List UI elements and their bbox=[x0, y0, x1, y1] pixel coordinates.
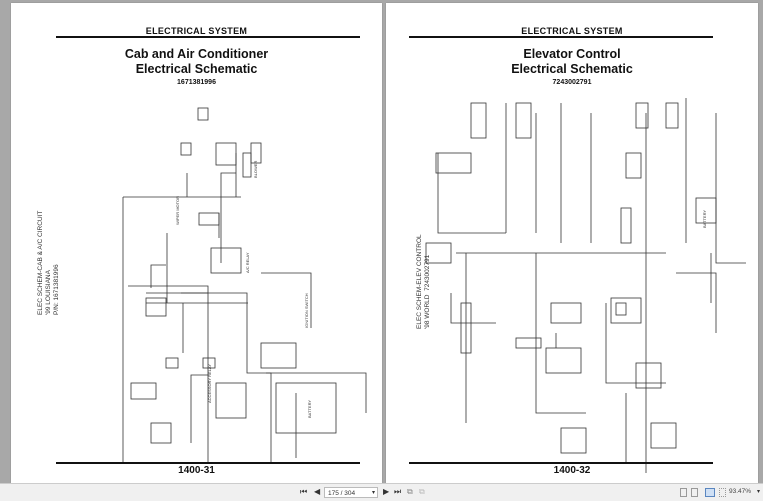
wire bbox=[715, 113, 746, 264]
component-box bbox=[615, 302, 627, 316]
component-box bbox=[470, 102, 487, 139]
zoom-level[interactable]: 93.47% bbox=[729, 488, 752, 495]
component-box bbox=[560, 427, 587, 454]
first-page-icon[interactable]: ⏮ bbox=[300, 487, 308, 496]
component-box bbox=[635, 102, 649, 129]
component-box bbox=[242, 152, 252, 178]
component-box bbox=[180, 142, 192, 156]
continuous-facing-icon[interactable] bbox=[719, 488, 726, 497]
title-line-1: Elevator Control bbox=[523, 47, 621, 61]
component-box bbox=[620, 207, 632, 244]
component-box bbox=[610, 297, 642, 324]
page-header: ELECTRICAL SYSTEM bbox=[145, 26, 248, 36]
wire bbox=[676, 272, 717, 333]
component-box bbox=[425, 242, 452, 264]
component-box bbox=[635, 362, 662, 389]
component-box bbox=[202, 357, 216, 369]
component-box bbox=[165, 357, 179, 369]
wire bbox=[450, 293, 496, 324]
component-box bbox=[515, 102, 532, 139]
component-label: ACCESSORY RELAY bbox=[207, 364, 212, 403]
page-header: ELECTRICAL SYSTEM bbox=[521, 26, 623, 36]
component-box bbox=[695, 197, 717, 224]
component-label: IGNITION SWITCH bbox=[304, 293, 309, 328]
wire bbox=[625, 393, 706, 464]
schematic-rotated-label: ELEC SCHEM-CAB & A/C CIRCUIT '99 LOUISIA… bbox=[37, 210, 60, 315]
previous-view-icon[interactable]: ⧉ bbox=[407, 487, 413, 496]
page-number: 1400-32 bbox=[553, 465, 591, 476]
page-number-input[interactable]: 175 / 304 ▾ bbox=[324, 487, 378, 498]
part-number: 7243002791 bbox=[552, 79, 592, 86]
schematic-diagram-cab-ac: BLOWER A/C RELAY IGNITION SWITCH ACCESSORY … bbox=[122, 107, 367, 463]
component-box bbox=[625, 152, 642, 179]
component-box bbox=[150, 422, 172, 444]
wire bbox=[535, 253, 586, 414]
title-line-2: Electrical Schematic bbox=[135, 62, 258, 76]
component-box bbox=[275, 382, 337, 434]
component-box bbox=[650, 422, 677, 449]
pdf-page-left: ELECTRICAL SYSTEM Cab and Air Conditione… bbox=[11, 3, 382, 483]
last-page-icon[interactable]: ⏭ bbox=[394, 487, 402, 496]
schematic-rotated-label: ELEC SCHEM-ELEV CONTROL '98 WORLD 724300… bbox=[416, 234, 431, 329]
wire bbox=[605, 303, 666, 384]
component-box bbox=[545, 347, 582, 374]
header-rule bbox=[409, 36, 713, 38]
component-box bbox=[515, 337, 542, 349]
next-view-icon[interactable]: ⧉ bbox=[419, 487, 425, 496]
component-box bbox=[460, 302, 472, 354]
footer-rule bbox=[56, 462, 360, 464]
footer-rule bbox=[409, 462, 713, 464]
header-rule bbox=[56, 36, 360, 38]
component-box bbox=[145, 297, 167, 317]
component-box bbox=[250, 142, 262, 164]
component-box bbox=[215, 382, 247, 419]
title-line-1: Cab and Air Conditioner bbox=[124, 47, 269, 61]
zoom-dropdown-icon[interactable]: ▾ bbox=[757, 489, 761, 495]
chevron-down-icon[interactable]: ▾ bbox=[371, 490, 375, 496]
page-field-value: 175 / 304 bbox=[328, 490, 356, 497]
wire bbox=[128, 285, 209, 463]
title-line-2: Electrical Schematic bbox=[511, 62, 633, 76]
wire bbox=[261, 272, 312, 328]
component-label: BATTERY bbox=[702, 210, 707, 228]
facing-pages-icon[interactable] bbox=[705, 488, 715, 497]
component-box bbox=[197, 107, 209, 121]
component-box bbox=[198, 212, 220, 226]
wire bbox=[181, 292, 272, 463]
component-box bbox=[435, 152, 472, 174]
component-label: BLOWER bbox=[253, 161, 258, 178]
continuous-icon[interactable] bbox=[691, 488, 698, 497]
previous-page-icon[interactable]: ◀ bbox=[314, 487, 321, 496]
wire bbox=[150, 264, 166, 288]
page-number: 1400-31 bbox=[178, 465, 215, 476]
pdf-toolbar: ⏮ ◀ 175 / 304 ▾ ▶ ⏭ ⧉ ⧉ 93.47% ▾ bbox=[0, 483, 763, 501]
single-page-icon[interactable] bbox=[680, 488, 687, 497]
wire bbox=[266, 372, 367, 413]
component-box bbox=[215, 142, 237, 166]
wire bbox=[220, 172, 236, 263]
part-number: 1671381996 bbox=[177, 79, 216, 86]
wire bbox=[190, 374, 208, 443]
component-label: WIPER MOTOR bbox=[175, 196, 180, 225]
component-box bbox=[260, 342, 297, 369]
component-box bbox=[130, 382, 157, 400]
component-box bbox=[665, 102, 679, 129]
schematic-diagram-elevator-control: BATTERY bbox=[425, 98, 746, 473]
next-page-icon[interactable]: ▶ bbox=[383, 487, 390, 496]
component-label: BATTERY bbox=[307, 400, 312, 418]
wire bbox=[437, 153, 506, 234]
component-box bbox=[210, 247, 242, 274]
component-label: A/C RELAY bbox=[245, 252, 250, 273]
component-box bbox=[550, 302, 582, 324]
